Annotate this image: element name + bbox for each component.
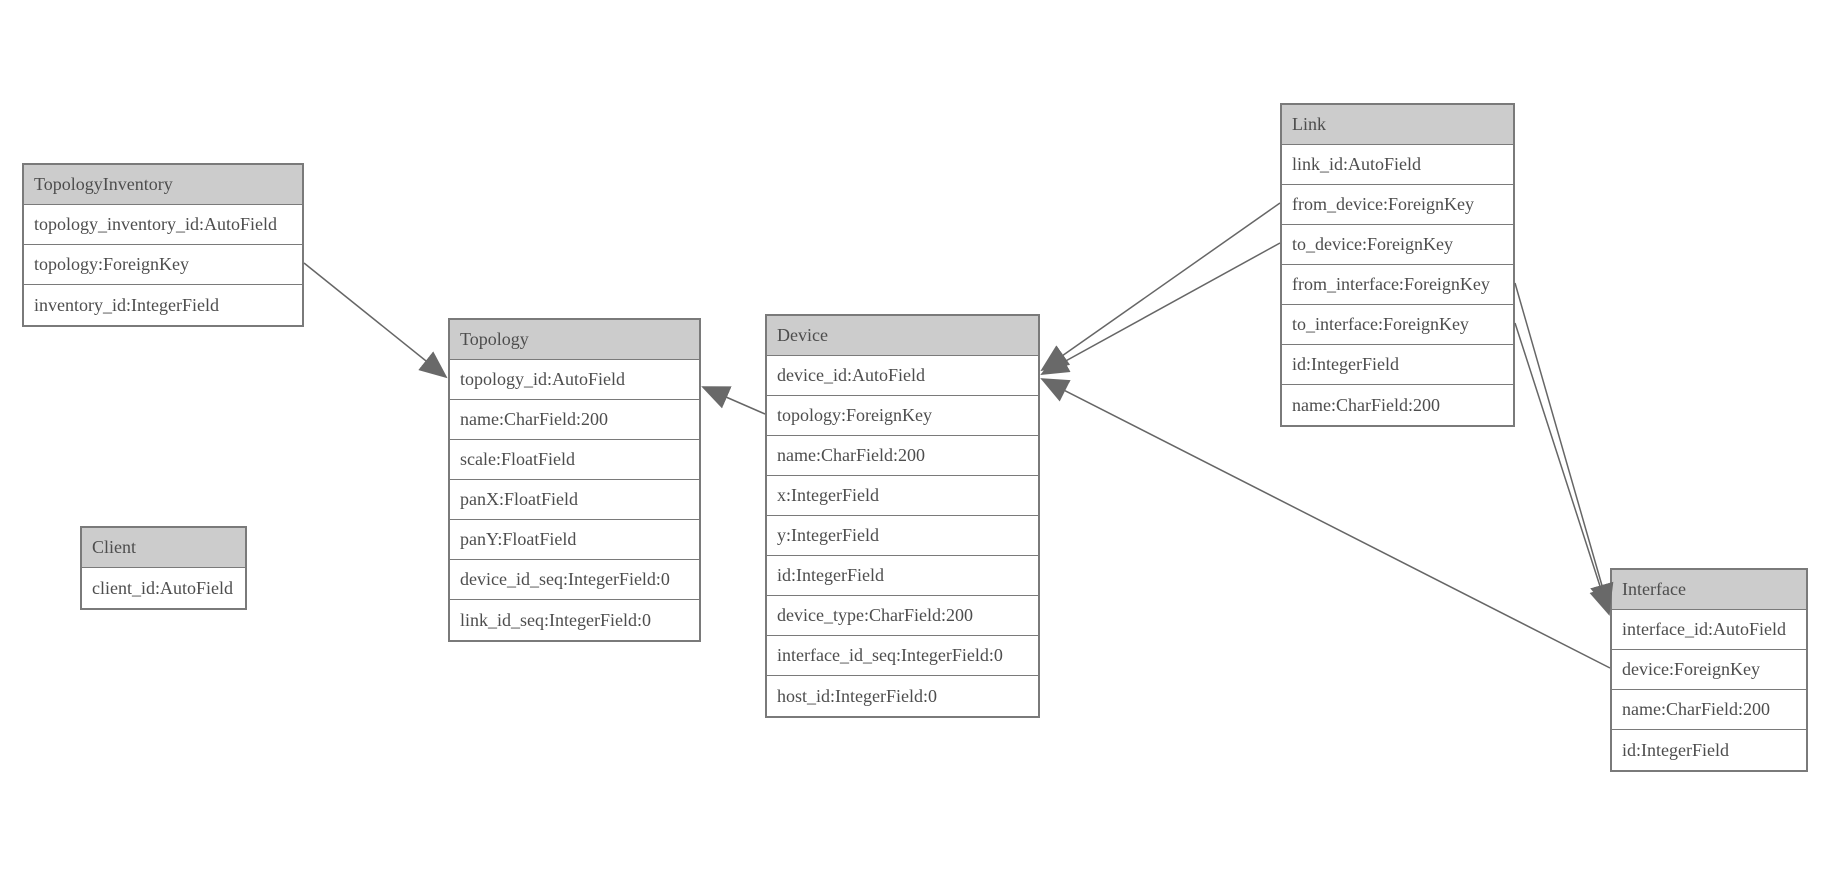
- relation-line-topologyinventory-topology: [303, 262, 448, 379]
- field-row-topology: name:CharField:200: [450, 400, 699, 440]
- field-row-interface: id:IntegerField: [1612, 730, 1806, 770]
- field-row-device: device_id:AutoField: [767, 356, 1038, 396]
- field-row-link: to_interface:ForeignKey: [1282, 305, 1513, 345]
- field-row-link: id:IntegerField: [1282, 345, 1513, 385]
- field-row-device: name:CharField:200: [767, 436, 1038, 476]
- field-row-link: name:CharField:200: [1282, 385, 1513, 425]
- field-row-link: to_device:ForeignKey: [1282, 225, 1513, 265]
- field-row-topology-inventory: topology:ForeignKey: [24, 245, 302, 285]
- field-row-device: interface_id_seq:IntegerField:0: [767, 636, 1038, 676]
- entity-title-link: Link: [1282, 105, 1513, 145]
- entity-title-topology-inventory: TopologyInventory: [24, 165, 302, 205]
- entity-title-client: Client: [82, 528, 245, 568]
- relation-line-link-to-device: [1040, 242, 1281, 375]
- field-row-link: link_id:AutoField: [1282, 145, 1513, 185]
- field-row-link: from_device:ForeignKey: [1282, 185, 1513, 225]
- relation-line-device-topology: [701, 386, 766, 415]
- field-row-link: from_interface:ForeignKey: [1282, 265, 1513, 305]
- field-row-device: host_id:IntegerField:0: [767, 676, 1038, 716]
- relation-line-link-from-interface: [1514, 282, 1614, 612]
- field-row-device: topology:ForeignKey: [767, 396, 1038, 436]
- field-row-interface: device:ForeignKey: [1612, 650, 1806, 690]
- field-row-device: id:IntegerField: [767, 556, 1038, 596]
- field-row-topology: panY:FloatField: [450, 520, 699, 560]
- entity-title-device: Device: [767, 316, 1038, 356]
- field-row-topology: panX:FloatField: [450, 480, 699, 520]
- entity-title-topology: Topology: [450, 320, 699, 360]
- entity-title-interface: Interface: [1612, 570, 1806, 610]
- field-row-topology-inventory: topology_inventory_id:AutoField: [24, 205, 302, 245]
- field-row-interface: interface_id:AutoField: [1612, 610, 1806, 650]
- field-row-device: device_type:CharField:200: [767, 596, 1038, 636]
- field-row-client: client_id:AutoField: [82, 568, 245, 608]
- field-row-topology: device_id_seq:IntegerField:0: [450, 560, 699, 600]
- field-row-device: x:IntegerField: [767, 476, 1038, 516]
- relation-line-link-to-interface: [1514, 322, 1613, 616]
- field-row-topology: scale:FloatField: [450, 440, 699, 480]
- relation-line-link-from-device: [1040, 202, 1281, 372]
- field-row-device: y:IntegerField: [767, 516, 1038, 556]
- field-row-topology: link_id_seq:IntegerField:0: [450, 600, 699, 640]
- field-row-interface: name:CharField:200: [1612, 690, 1806, 730]
- field-row-topology: topology_id:AutoField: [450, 360, 699, 400]
- field-row-topology-inventory: inventory_id:IntegerField: [24, 285, 302, 325]
